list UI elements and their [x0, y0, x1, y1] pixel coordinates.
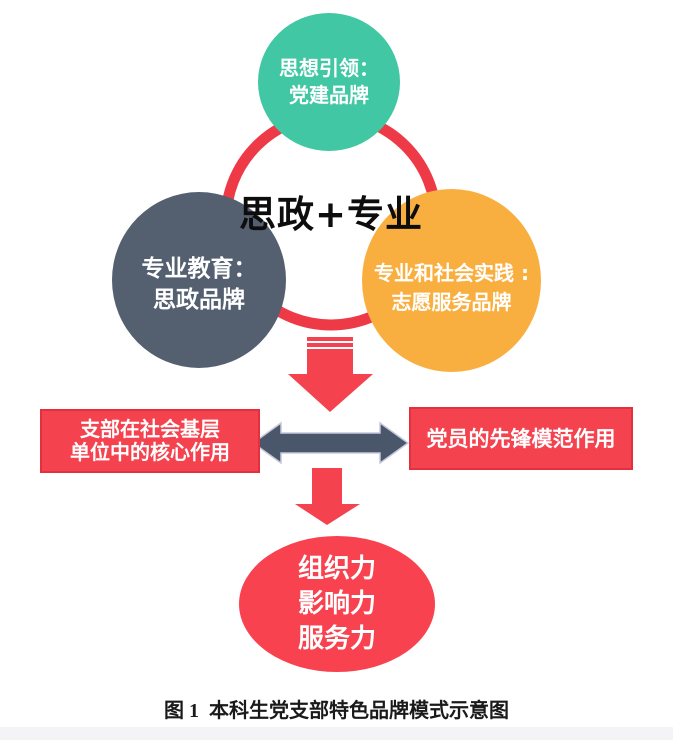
circle-professional-education: 专业教育： 思政品牌 [112, 192, 286, 368]
ellipse-line2: 影响力 [297, 588, 376, 619]
circle-left-line1: 专业教育： [141, 256, 257, 282]
ellipse-line3: 服务力 [297, 623, 376, 654]
down-arrow-striped [288, 337, 373, 412]
ellipse-line1: 组织力 [297, 553, 376, 584]
box-left-line1: 支部在社会基层 [80, 417, 220, 441]
box-left-line2: 单位中的核心作用 [70, 440, 230, 464]
figure-caption: 图 1 本科生党支部特色品牌模式示意图 [164, 700, 509, 722]
box-branch-core-role: 支部在社会基层 单位中的核心作用 [40, 409, 260, 473]
circle-right-line1: 专业和社会实践 : [374, 260, 529, 285]
box-member-vanguard-role: 党员的先锋模范作用 [409, 407, 633, 470]
box-right-label: 党员的先锋模范作用 [426, 426, 616, 451]
double-headed-arrow [251, 421, 410, 465]
circle-top-line1: 思想引领： [279, 56, 379, 80]
circle-top-line2: 党建品牌 [289, 83, 369, 107]
circle-left-line2: 思政品牌 [153, 287, 245, 313]
circle-social-practice: 专业和社会实践 : 志愿服务品牌 [362, 189, 541, 372]
center-title: 思政+专业 [238, 193, 423, 236]
bottom-strip [0, 727, 673, 740]
circle-ideological-leading: 思想引领： 党建品牌 [258, 13, 400, 151]
circle-right-line2: 志愿服务品牌 [391, 289, 512, 314]
down-arrow-solid [295, 468, 360, 525]
ellipse-outcomes: 组织力 影响力 服务力 [239, 536, 435, 672]
